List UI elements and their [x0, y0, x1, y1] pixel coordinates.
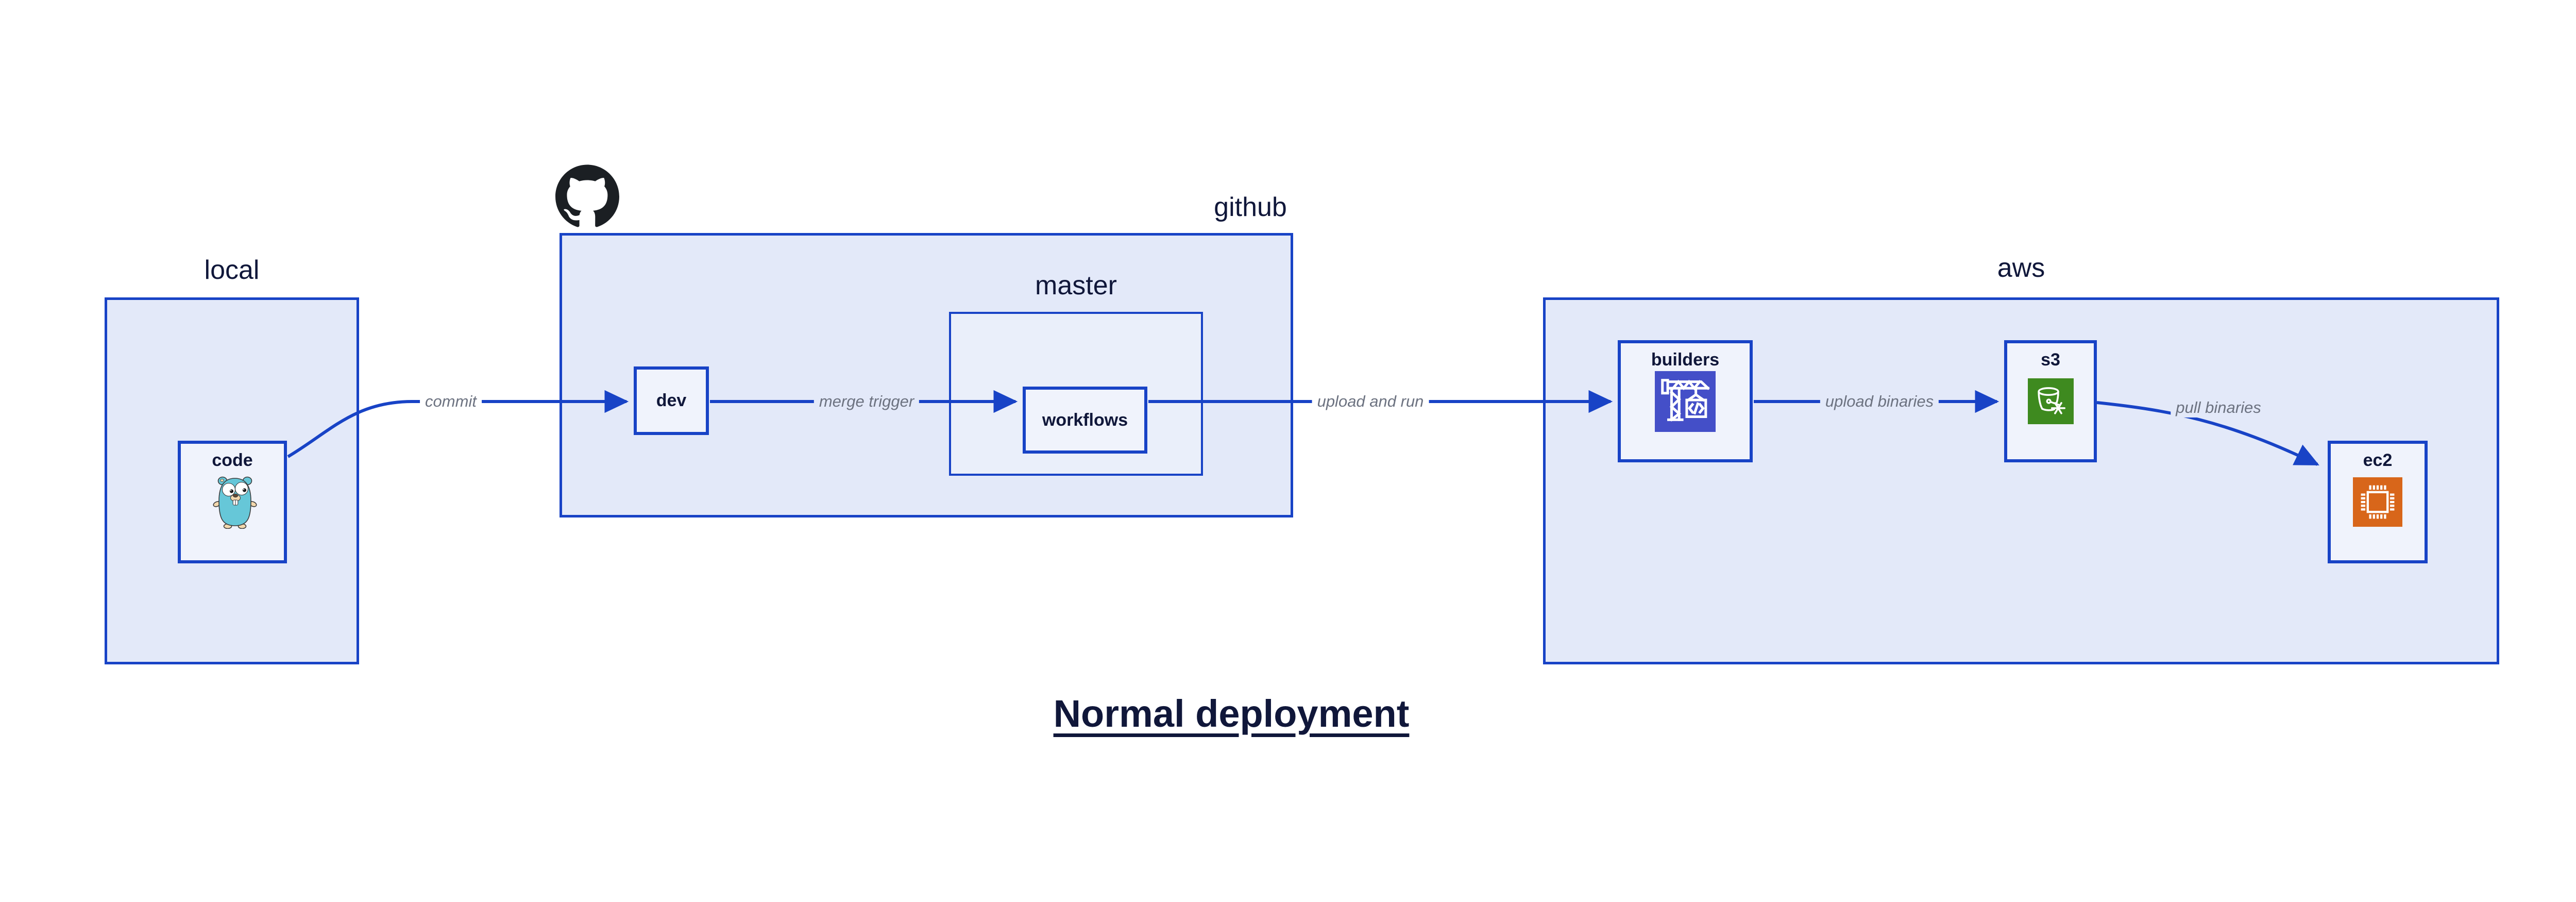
group-master-label: master: [1035, 271, 1117, 300]
codebuild-crane-icon: [1654, 371, 1716, 432]
edge-label-pull-binaries: pull binaries: [2171, 397, 2266, 418]
node-workflows: workflows: [1023, 387, 1147, 454]
go-gopher-icon: [212, 474, 258, 529]
node-workflows-label: workflows: [1042, 410, 1128, 430]
node-code-label: code: [212, 450, 253, 470]
github-octocat-icon: [555, 164, 619, 228]
node-code: code: [178, 441, 287, 563]
node-builders-label: builders: [1651, 350, 1720, 370]
node-ec2-label: ec2: [2363, 450, 2393, 470]
node-dev-label: dev: [656, 391, 687, 411]
edge-label-commit: commit: [420, 391, 482, 412]
s3-bucket-snowflake-icon: [2028, 378, 2074, 424]
node-s3-label: s3: [2041, 350, 2060, 370]
edge-label-merge-trigger: merge trigger: [814, 391, 920, 412]
edge-label-upload-binaries: upload binaries: [1820, 391, 1939, 412]
diagram-title: Normal deployment: [1053, 692, 1410, 735]
edge-label-upload-and-run: upload and run: [1312, 391, 1429, 412]
group-local-label: local: [204, 255, 260, 285]
group-aws-label: aws: [1997, 253, 2045, 283]
node-dev: dev: [634, 366, 709, 435]
group-github-label: github: [1214, 192, 1287, 222]
ec2-chip-icon: [2353, 477, 2402, 527]
